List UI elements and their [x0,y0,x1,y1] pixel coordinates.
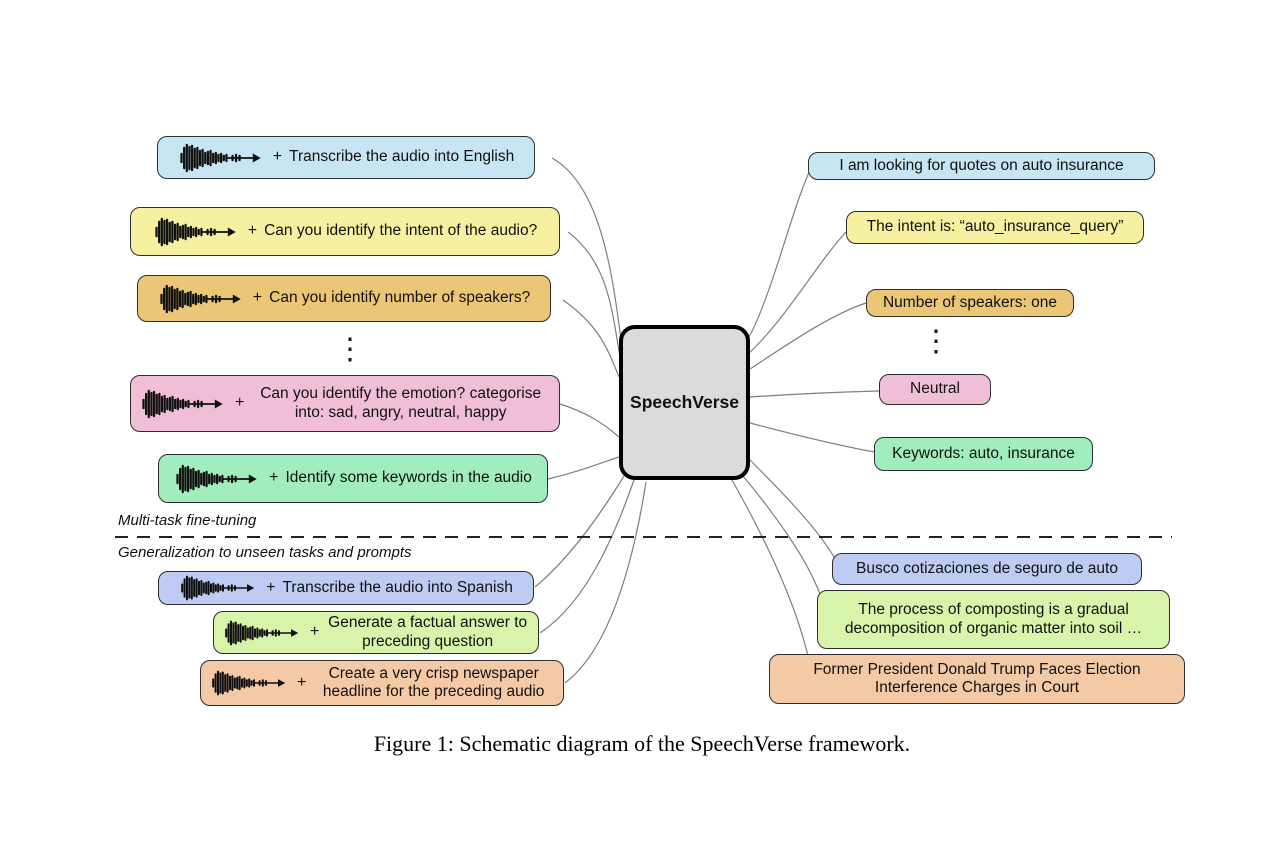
output-text: Keywords: auto, insurance [892,444,1075,462]
right-ellipsis: ⋮ [921,325,951,358]
speechverse-model-box: SpeechVerse [619,325,750,480]
task-card-keywords: + Identify some keywords in the audio [158,454,548,503]
plus-sign: + [247,222,258,240]
left-connectors [534,157,647,684]
task-card-factual-answer: + Generate a factual answer to preceding… [213,611,539,654]
task-text: Identify some keywords in the audio [285,469,532,487]
plus-sign: + [266,578,276,596]
section-label-generalization: Generalization to unseen tasks and promp… [118,544,412,561]
output-card-headline: Former President Donald Trump Faces Elec… [769,654,1185,704]
task-card-intent: + Can you identify the intent of the aud… [130,207,560,256]
output-card-intent: The intent is: “auto_insurance_query” [846,211,1144,244]
output-card-keywords: Keywords: auto, insurance [874,437,1093,471]
audio-waveform-icon [153,217,241,247]
output-text: The process of composting is a gradual d… [844,601,1143,637]
output-card-transcript-spanish: Busco cotizaciones de seguro de auto [832,553,1142,585]
model-name-label: SpeechVerse [630,392,739,412]
task-card-emotion: + Can you identify the emotion? categori… [130,375,560,432]
audio-waveform-icon [179,575,259,601]
audio-waveform-icon [223,620,303,646]
output-card-speakers: Number of speakers: one [866,289,1074,317]
output-card-factual-answer: The process of composting is a gradual d… [817,590,1170,649]
task-text: Can you identify the intent of the audio… [264,222,538,240]
task-text: Transcribe the audio into English [289,148,515,166]
left-ellipsis: ⋮ [335,333,365,366]
plus-sign: + [269,469,279,487]
task-text: Transcribe the audio into Spanish [282,578,513,596]
output-text: Number of speakers: one [882,293,1058,311]
audio-waveform-icon [210,670,290,696]
output-text: Neutral [910,380,960,398]
right-connectors [731,169,880,657]
task-card-transcribe-english: + Transcribe the audio into English [157,136,535,179]
audio-waveform-icon [174,464,262,494]
output-text: I am looking for quotes on auto insuranc… [839,156,1124,174]
task-card-newspaper-headline: + Create a very crisp newspaper headline… [200,660,564,706]
task-text: Create a very crisp newspaper headline f… [322,664,545,700]
output-text: Former President Donald Trump Faces Elec… [813,660,1141,696]
task-text: Can you identify number of speakers? [269,289,531,307]
audio-waveform-icon [140,389,228,419]
section-label-multitask: Multi-task fine-tuning [118,512,257,529]
output-text: The intent is: “auto_insurance_query” [866,218,1124,236]
plus-sign: + [252,289,263,307]
plus-sign: + [272,148,283,166]
task-card-transcribe-spanish: + Transcribe the audio into Spanish [158,571,534,605]
output-card-transcript-english: I am looking for quotes on auto insuranc… [808,152,1155,180]
task-text: Can you identify the emotion? categorise… [260,385,542,421]
task-text: Generate a factual answer to preceding q… [328,614,528,650]
output-card-emotion: Neutral [879,374,991,405]
audio-waveform-icon [158,284,246,314]
figure-caption: Figure 1: Schematic diagram of the Speec… [373,731,911,756]
task-card-speakers: + Can you identify number of speakers? [137,275,551,322]
plus-sign: + [310,623,320,641]
plus-sign: + [235,394,245,412]
plus-sign: + [297,673,307,691]
output-text: Busco cotizaciones de seguro de auto [856,559,1118,577]
audio-waveform-icon [178,143,266,173]
